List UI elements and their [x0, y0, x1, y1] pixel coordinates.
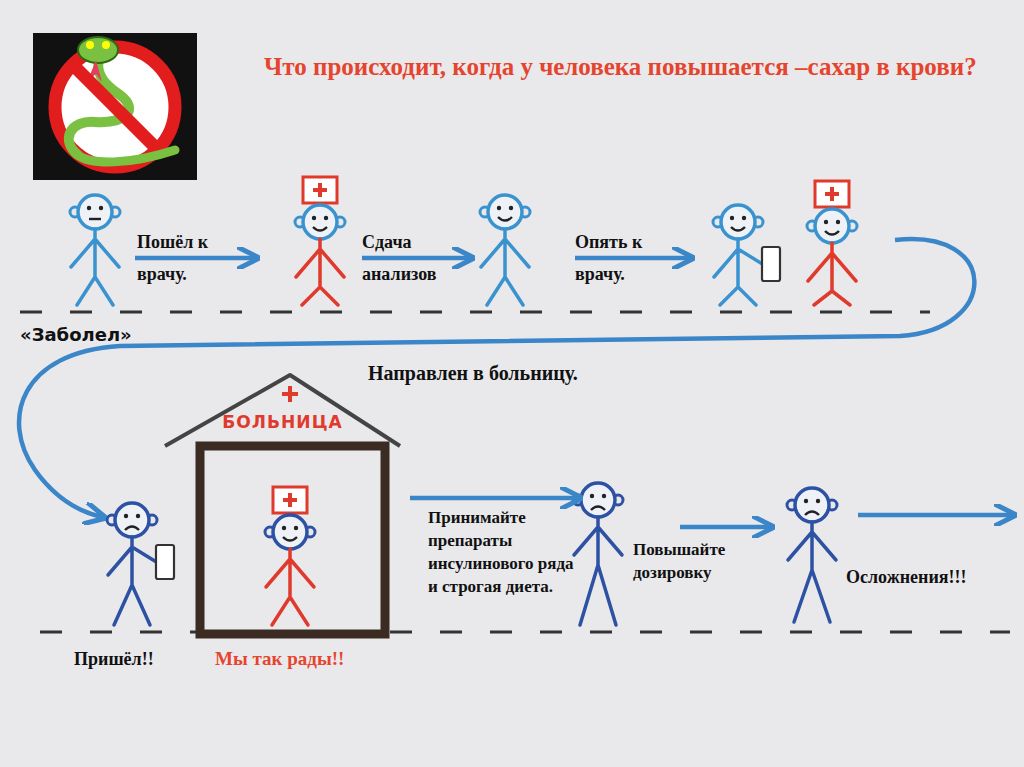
flow-label: Направлен в больницу.: [368, 360, 688, 386]
patient-figure: [573, 483, 623, 625]
hospital-outline: [160, 370, 405, 640]
patient-figure: [107, 503, 174, 625]
no-snake-icon: [33, 33, 197, 180]
ground-line: [20, 311, 930, 314]
flow-arrow: [680, 525, 770, 530]
flow-arrow: [858, 513, 1012, 518]
flow-arrow: [135, 256, 255, 261]
patient-figure: [480, 195, 530, 305]
flow-label: Повышайте дозировку: [633, 538, 753, 584]
flow-label: «Заболел»: [20, 322, 180, 348]
flow-arrow: [575, 256, 690, 261]
ground-line: [40, 631, 1010, 634]
flow-label: Пришёл!!: [74, 646, 214, 672]
flow-label: Опять к врачу.: [575, 226, 685, 290]
patient-figure: [713, 205, 780, 305]
flow-label: Принимайте препараты инсулинового ряда и…: [428, 506, 578, 598]
flow-label: Мы так рады!!: [215, 646, 415, 672]
title: Что происходит, когда у человека повышае…: [264, 50, 1004, 84]
building-sign: БОЛЬНИЦА: [160, 410, 405, 434]
hospital-building: БОЛЬНИЦА: [160, 370, 405, 640]
flow-arrow: [362, 256, 470, 261]
flow-arrow: [410, 496, 578, 501]
doctor-figure: [295, 177, 345, 305]
doctor-figure: [265, 487, 315, 625]
flow-label: Осложнения!!!: [846, 564, 1016, 590]
flow-label: Пошёл к врачу.: [137, 226, 247, 290]
doctor-figure: [807, 181, 857, 305]
patient-figure: [787, 488, 837, 622]
patient-figure: [70, 195, 120, 305]
flow-label: Сдача анализов: [362, 226, 462, 290]
